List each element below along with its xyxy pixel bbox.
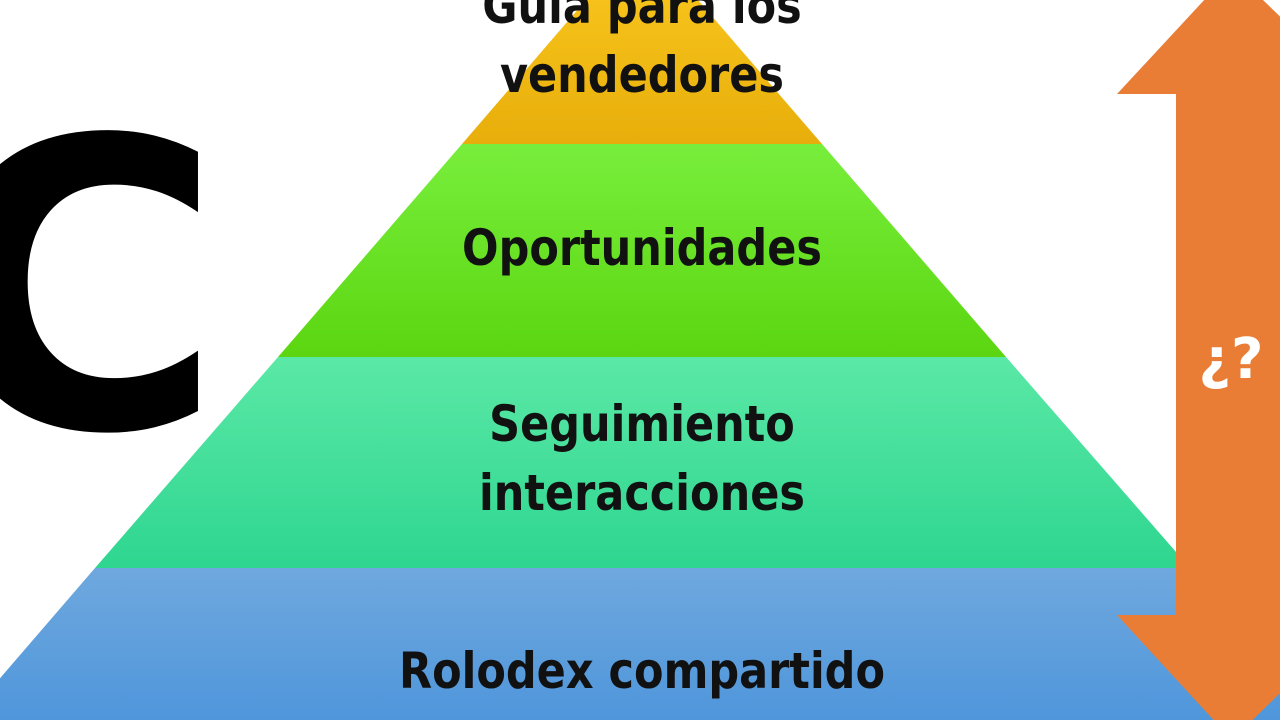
pyramid-layer-top [462,0,822,144]
pyramid-layer-rolodex [0,568,1280,720]
layer-label-oportunidades: Oportunidades [462,219,822,277]
left-edge-text: C [0,57,224,522]
layer-label-guia: Guía para los vendedores [482,0,802,104]
pyramid-layer-seguimiento [95,357,1190,568]
layer-label-seguimiento: Seguimiento interacciones [479,395,805,522]
layer-label-rolodex: Rolodex compartido [398,642,886,700]
double-arrow-shape [1117,0,1280,720]
pyramid-layer-oportunidades [278,144,1006,357]
arrow-question-label: ¿? [1198,327,1264,392]
